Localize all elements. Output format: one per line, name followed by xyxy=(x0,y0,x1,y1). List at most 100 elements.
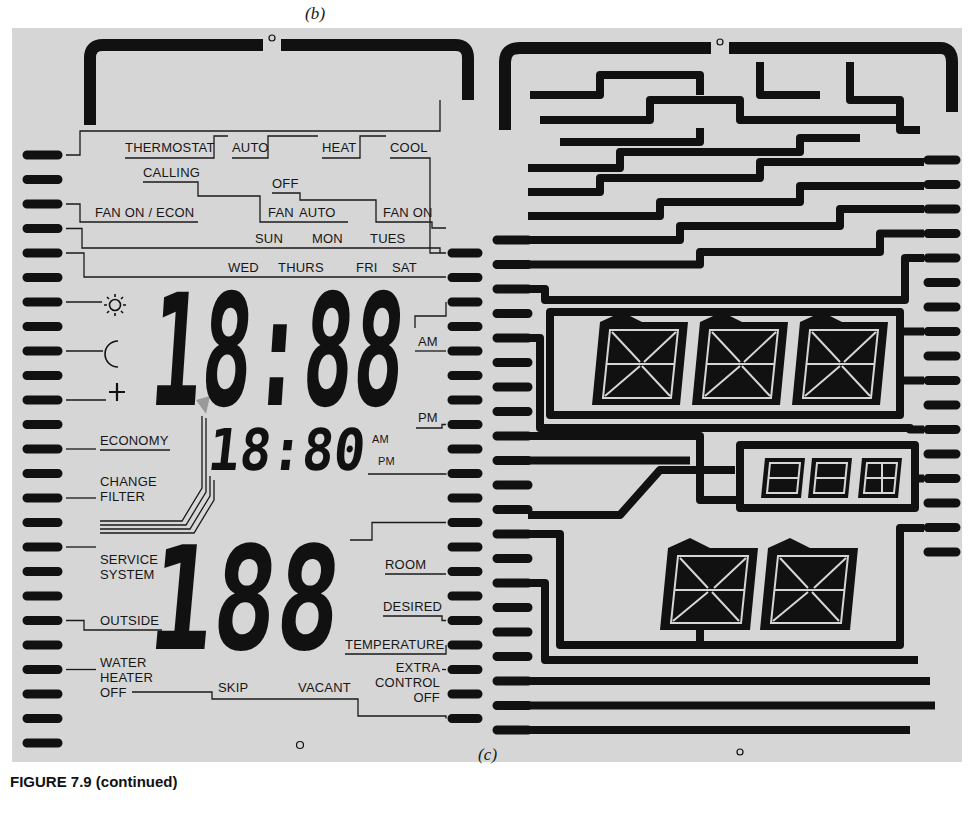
segment-label: TUES xyxy=(370,231,405,246)
backplane-trace xyxy=(528,726,910,734)
segment-lead xyxy=(66,497,96,498)
segment-lead xyxy=(255,248,440,253)
digit-backplane xyxy=(592,312,902,630)
digit-backplane xyxy=(858,458,902,498)
segment-label: THERMOSTAT xyxy=(125,140,215,155)
segment-lead xyxy=(66,669,96,670)
figure-caption: FIGURE 7.9 (continued) xyxy=(10,773,178,791)
segment-label: FAN ON / ECON xyxy=(95,205,194,220)
digit-backplane xyxy=(792,312,888,405)
segment-gap xyxy=(671,556,748,623)
backplane-trace xyxy=(530,75,700,95)
segment-label: ROOM xyxy=(385,557,426,572)
segment-lead xyxy=(442,669,446,670)
segment-lead xyxy=(100,418,206,525)
segment-label: FRI xyxy=(356,260,378,275)
connector-pin xyxy=(452,253,478,719)
sun-symbol xyxy=(104,294,126,316)
segment-lead xyxy=(268,221,348,222)
segment-label: THURS xyxy=(278,260,324,275)
segment-gap xyxy=(803,330,878,398)
segment-label: SUN xyxy=(255,231,283,246)
segment-lead xyxy=(66,448,96,449)
segment-label: SAT xyxy=(392,260,417,275)
segment-lead xyxy=(383,222,446,228)
mounting-hole xyxy=(737,749,743,755)
segment-lead xyxy=(66,204,95,222)
segment-lead xyxy=(66,100,440,155)
segment-label: PM xyxy=(418,410,438,425)
segment-lead xyxy=(66,350,103,351)
mounting-hole xyxy=(297,742,304,749)
segment-lead xyxy=(66,229,255,249)
clock-digits: 18:80 xyxy=(206,421,369,479)
segment-gap xyxy=(703,330,778,398)
backplane-trace xyxy=(760,62,820,95)
backplane-trace xyxy=(550,312,900,415)
segment-label: VACANT xyxy=(298,680,351,695)
connector-pin xyxy=(497,240,528,730)
backplane-trace xyxy=(528,702,935,710)
segment-lead xyxy=(66,301,102,302)
sun-symbol xyxy=(104,294,126,316)
segment-lead xyxy=(322,136,386,158)
segment-label: PM xyxy=(378,455,395,468)
segment-lead xyxy=(100,449,170,450)
digit-backplane xyxy=(808,458,852,498)
segment-gap xyxy=(767,463,800,493)
segment-lead xyxy=(66,100,446,719)
sun-symbol xyxy=(110,300,121,311)
digit-backplane xyxy=(761,458,805,498)
connector-pin xyxy=(928,160,956,552)
segment-lead xyxy=(132,692,446,719)
segment-gap xyxy=(603,330,678,398)
segment-label: DESIRED xyxy=(383,599,442,614)
segment-label: AUTO xyxy=(232,140,269,155)
segment-label: OFF xyxy=(272,176,299,191)
segment-gap xyxy=(771,556,848,623)
connector-pin xyxy=(27,155,58,743)
segment-lead xyxy=(415,350,446,351)
digit-backplane xyxy=(660,538,758,630)
backplane-trace xyxy=(528,677,930,685)
segment-lead xyxy=(66,621,100,631)
backplane-trace xyxy=(528,209,924,240)
backplane-trace xyxy=(528,470,735,515)
figure-part-label: (b) xyxy=(305,4,325,23)
segment-label: CHANGE FILTER xyxy=(100,474,162,504)
temperature-digits: 188 xyxy=(144,528,347,672)
figure-part-label: (c) xyxy=(478,745,497,764)
backplane-trace xyxy=(528,258,924,300)
segment-lead xyxy=(416,425,446,429)
segment-label: AUTO xyxy=(299,205,336,220)
segment-lead xyxy=(100,416,202,521)
segment-lead xyxy=(125,136,228,158)
mounting-hole xyxy=(717,39,723,45)
frame-trace xyxy=(90,45,468,125)
segment-label: FAN ON xyxy=(383,205,433,220)
backplane-trace xyxy=(528,234,924,265)
segment-label: WATER HEATER OFF xyxy=(100,655,162,700)
backplane-trace xyxy=(528,528,924,645)
backplane-trace xyxy=(560,128,700,142)
segment-lead xyxy=(66,546,96,547)
digit-backplane xyxy=(692,312,788,405)
segment-label: HEAT xyxy=(322,140,357,155)
segment-gap xyxy=(814,463,847,493)
backplane-trace xyxy=(696,630,704,645)
segment-gap xyxy=(864,463,897,493)
segment-label: WED xyxy=(228,260,259,275)
segment-lead xyxy=(385,573,446,574)
clock-digits: 18:88 xyxy=(147,274,410,429)
segment-label: COOL xyxy=(390,140,428,155)
backplane-trace xyxy=(740,445,915,508)
segment-lead xyxy=(383,616,446,621)
segment-label: AM xyxy=(372,433,389,446)
moon-symbol xyxy=(105,341,118,367)
segment-gap xyxy=(603,330,897,623)
backplane-trace xyxy=(528,457,690,465)
backplane-trace xyxy=(528,62,935,730)
frame-trace xyxy=(505,48,952,130)
segment-lead xyxy=(415,302,446,328)
segment-label: FAN xyxy=(268,205,294,220)
